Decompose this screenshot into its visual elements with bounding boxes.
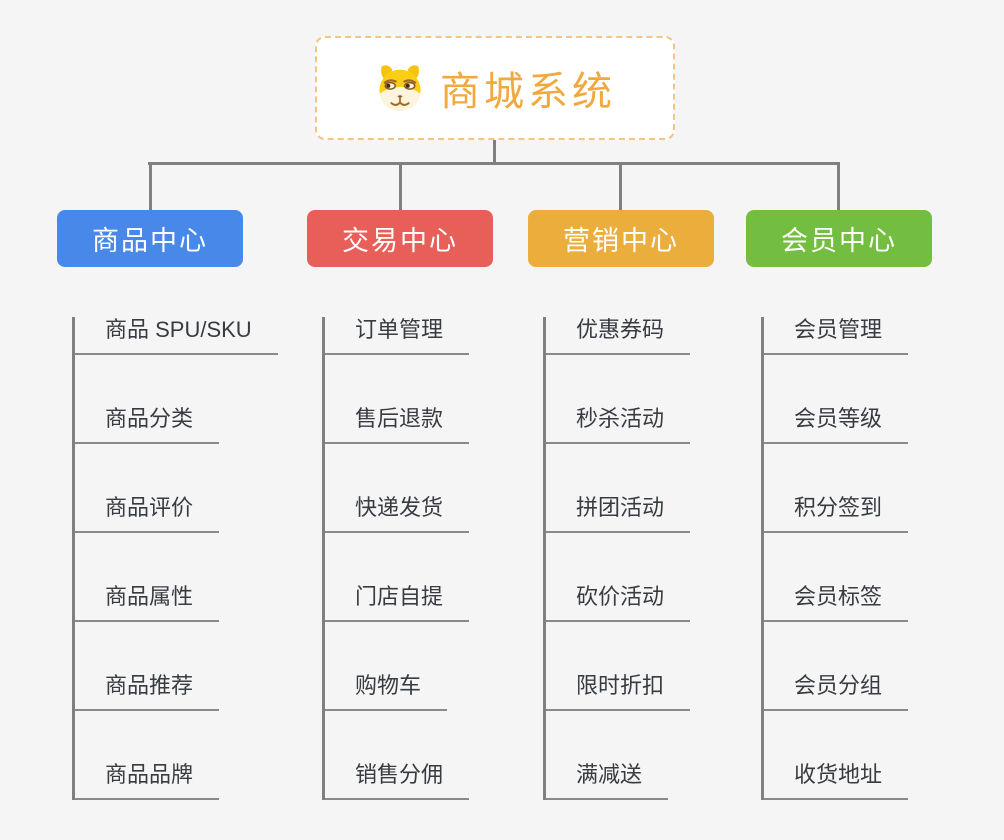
leaf-label[interactable]: 拼团活动 — [546, 495, 691, 533]
leaf-label[interactable]: 商品属性 — [75, 584, 220, 622]
branch-header-member-center[interactable]: 会员中心 — [746, 210, 932, 267]
root-title: 商城系统 — [440, 70, 616, 114]
leaf-node: 商品评价 — [75, 495, 307, 533]
doge-icon — [379, 65, 421, 111]
leaf-label[interactable]: 积分签到 — [764, 495, 909, 533]
leaf-label[interactable]: 商品分类 — [75, 406, 220, 444]
leaf-label[interactable]: 会员等级 — [764, 406, 909, 444]
leaf-node: 会员标签 — [764, 584, 996, 622]
branch-leaf-list: 优惠券码 秒杀活动 拼团活动 砍价活动 限时折扣 满减送 — [543, 317, 778, 800]
leaf-node: 满减送 — [546, 762, 778, 800]
connector-drop-3 — [619, 164, 622, 210]
leaf-label[interactable]: 订单管理 — [325, 317, 470, 355]
branch-marketing-center: 营销中心 优惠券码 秒杀活动 拼团活动 砍价活动 限时折扣 满减送 — [528, 210, 778, 800]
branch-header-product-center[interactable]: 商品中心 — [57, 210, 243, 267]
connector-drop-4 — [837, 164, 840, 210]
leaf-label[interactable]: 砍价活动 — [546, 584, 691, 622]
branch-header-marketing-center[interactable]: 营销中心 — [528, 210, 714, 267]
leaf-node: 会员等级 — [764, 406, 996, 444]
branch-header-trade-center[interactable]: 交易中心 — [307, 210, 493, 267]
leaf-node: 商品属性 — [75, 584, 307, 622]
branch-leaf-list: 商品 SPU/SKU 商品分类 商品评价 商品属性 商品推荐 商品品牌 — [72, 317, 307, 800]
leaf-label[interactable]: 商品评价 — [75, 495, 220, 533]
connector-drop-2 — [399, 164, 402, 210]
leaf-node: 秒杀活动 — [546, 406, 778, 444]
leaf-label[interactable]: 商品 SPU/SKU — [75, 317, 278, 355]
leaf-node: 会员分组 — [764, 673, 996, 711]
leaf-node: 商品品牌 — [75, 762, 307, 800]
leaf-node: 收货地址 — [764, 762, 996, 800]
leaf-node: 订单管理 — [325, 317, 557, 355]
leaf-label[interactable]: 会员管理 — [764, 317, 909, 355]
branch-leaf-list: 会员管理 会员等级 积分签到 会员标签 会员分组 收货地址 — [761, 317, 996, 800]
leaf-label[interactable]: 秒杀活动 — [546, 406, 691, 444]
leaf-node: 砍价活动 — [546, 584, 778, 622]
leaf-node: 门店自提 — [325, 584, 557, 622]
leaf-node: 商品分类 — [75, 406, 307, 444]
branch-trade-center: 交易中心 订单管理 售后退款 快递发货 门店自提 购物车 销售分佣 — [307, 210, 557, 800]
leaf-label[interactable]: 门店自提 — [325, 584, 470, 622]
leaf-node: 积分签到 — [764, 495, 996, 533]
leaf-node: 销售分佣 — [325, 762, 557, 800]
leaf-node: 会员管理 — [764, 317, 996, 355]
branch-leaf-list: 订单管理 售后退款 快递发货 门店自提 购物车 销售分佣 — [322, 317, 557, 800]
leaf-label[interactable]: 会员标签 — [764, 584, 909, 622]
leaf-label[interactable]: 销售分佣 — [325, 762, 470, 800]
leaf-label[interactable]: 商品推荐 — [75, 673, 220, 711]
leaf-node: 拼团活动 — [546, 495, 778, 533]
branch-member-center: 会员中心 会员管理 会员等级 积分签到 会员标签 会员分组 收货地址 — [746, 210, 996, 800]
leaf-label[interactable]: 商品品牌 — [75, 762, 220, 800]
leaf-label[interactable]: 满减送 — [546, 762, 669, 800]
leaf-label[interactable]: 限时折扣 — [546, 673, 691, 711]
leaf-node: 优惠券码 — [546, 317, 778, 355]
leaf-node: 购物车 — [325, 673, 557, 711]
leaf-node: 售后退款 — [325, 406, 557, 444]
connector-root-stub — [493, 138, 496, 164]
leaf-node: 商品 SPU/SKU — [75, 317, 307, 355]
leaf-label[interactable]: 售后退款 — [325, 406, 470, 444]
connector-drop-1 — [149, 164, 152, 210]
leaf-label[interactable]: 收货地址 — [764, 762, 909, 800]
branch-product-center: 商品中心 商品 SPU/SKU 商品分类 商品评价 商品属性 商品推荐 商品品牌 — [57, 210, 307, 800]
leaf-label[interactable]: 会员分组 — [764, 673, 909, 711]
leaf-label[interactable]: 购物车 — [325, 673, 448, 711]
connector-horizontal — [148, 162, 840, 165]
leaf-label[interactable]: 优惠券码 — [546, 317, 691, 355]
leaf-node: 快递发货 — [325, 495, 557, 533]
leaf-label[interactable]: 快递发货 — [325, 495, 470, 533]
root-node-mall-system[interactable]: 商城系统 — [315, 36, 675, 140]
leaf-node: 限时折扣 — [546, 673, 778, 711]
leaf-node: 商品推荐 — [75, 673, 307, 711]
